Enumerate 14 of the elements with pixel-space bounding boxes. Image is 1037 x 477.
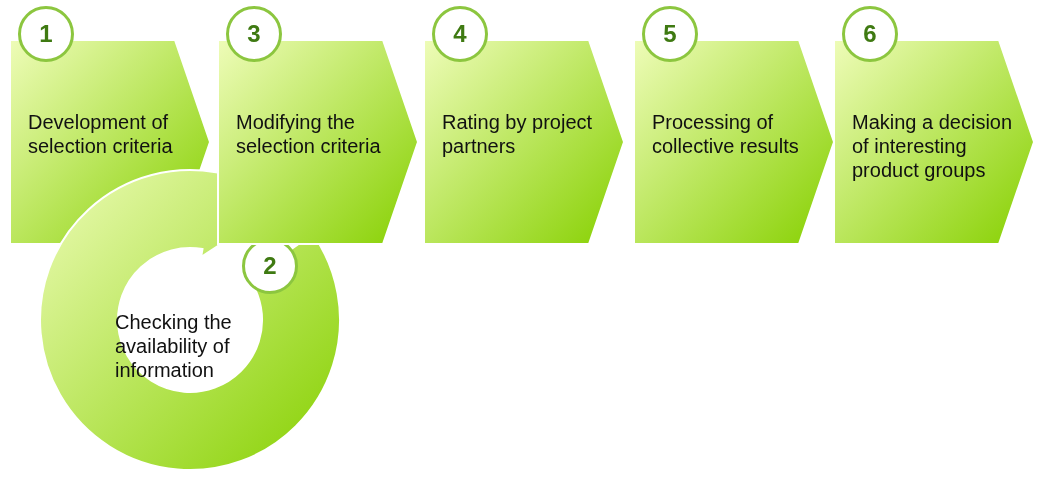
step-number: 3 <box>226 6 282 62</box>
chevron-step <box>834 6 1034 246</box>
chevron-step <box>634 6 834 246</box>
step-number: 4 <box>432 6 488 62</box>
step-number: 5 <box>642 6 698 62</box>
chevron-step <box>424 6 624 246</box>
step-label: Making a decision of interesting product groups <box>852 110 1014 182</box>
step-number: 6 <box>842 6 898 62</box>
step-label: Rating by project partners <box>442 110 594 158</box>
step-number: 1 <box>18 6 74 62</box>
chevron-step <box>218 6 418 246</box>
step-label: Modifying the selection criteria <box>236 110 382 158</box>
step-label: Processing of collective results <box>652 110 800 158</box>
step-label: Development of selection criteria <box>28 110 174 158</box>
